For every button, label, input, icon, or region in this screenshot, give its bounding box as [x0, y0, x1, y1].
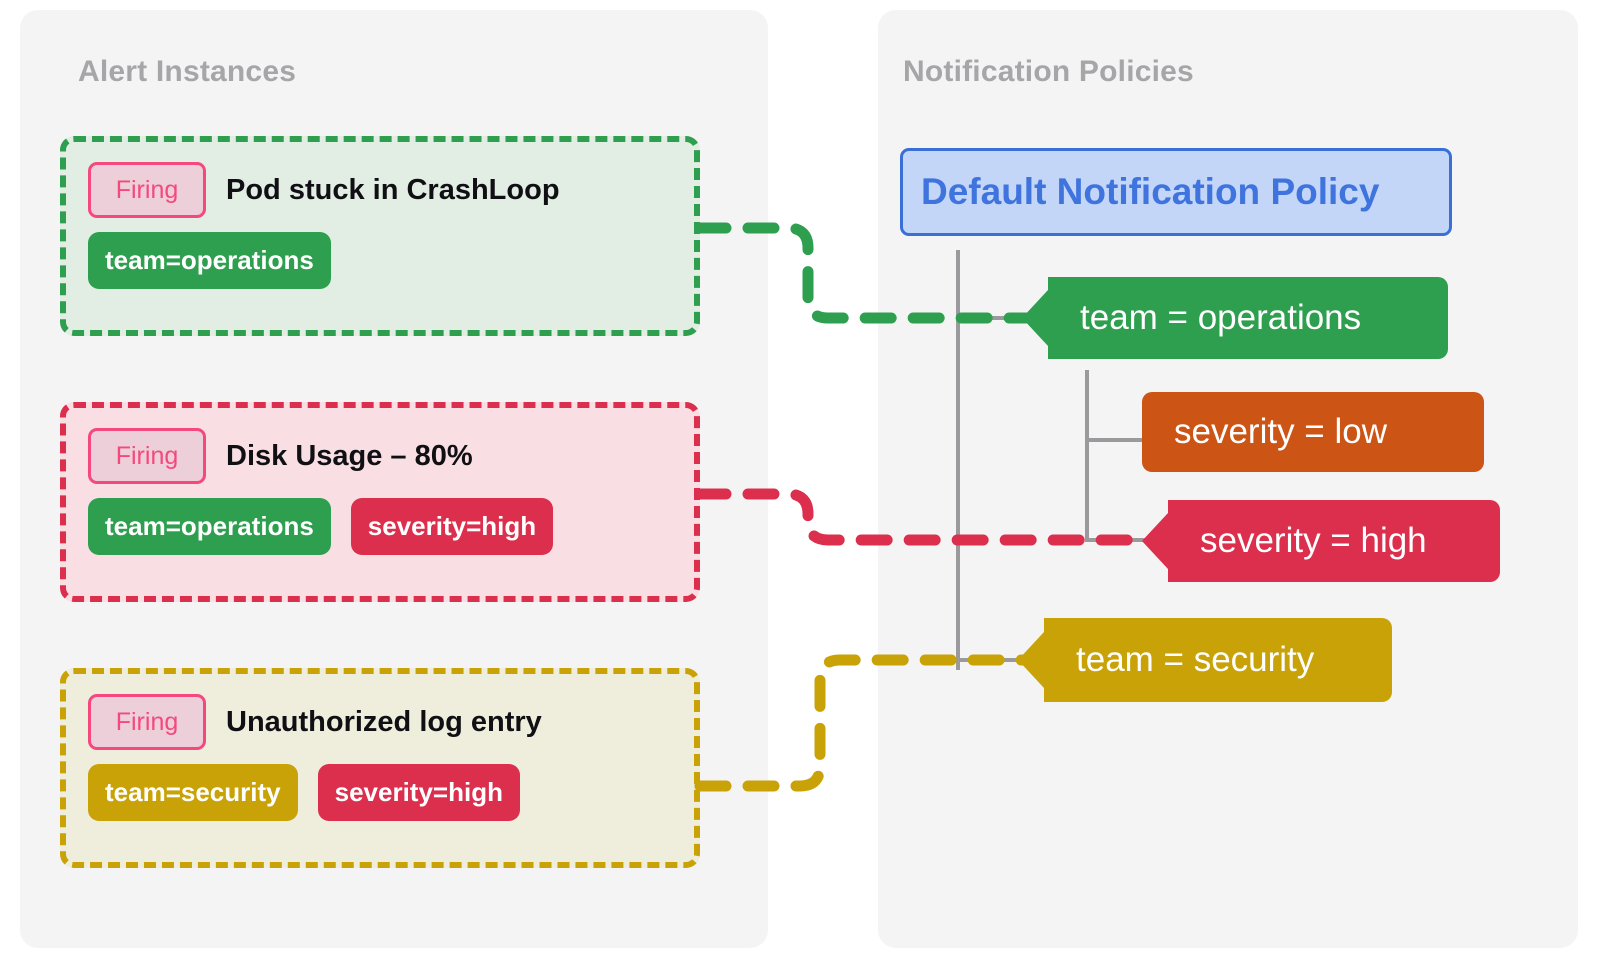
policy-tree-branch-severity-high: [1085, 538, 1149, 542]
alert-card-unauthorized[interactable]: Firing Unauthorized log entry team=secur…: [60, 668, 700, 868]
policy-node-label: team = security: [1076, 640, 1315, 679]
policy-node-default[interactable]: Default Notification Policy: [900, 148, 1452, 236]
status-badge-firing: Firing: [88, 162, 206, 218]
alert-label-list: team=operations: [88, 232, 672, 289]
policy-node-label: severity = high: [1200, 521, 1427, 560]
alert-label-list: team=operations severity=high: [88, 498, 672, 555]
policy-tree-branch-operations: [956, 316, 1026, 320]
alert-card-header: Firing Unauthorized log entry: [88, 694, 672, 750]
status-badge-firing: Firing: [88, 694, 206, 750]
alert-title: Pod stuck in CrashLoop: [226, 173, 560, 206]
label-chip-severity-high: severity=high: [317, 764, 520, 821]
policy-node-label: team = operations: [1080, 298, 1362, 337]
policy-node-team-operations[interactable]: team = operations: [1022, 277, 1448, 359]
alert-card-crashloop[interactable]: Firing Pod stuck in CrashLoop team=opera…: [60, 136, 700, 336]
status-badge-firing: Firing: [88, 428, 206, 484]
policy-tree-branch-security: [956, 658, 1024, 662]
policy-tree-branch-severity-low: [1085, 438, 1147, 442]
policy-node-team-security[interactable]: team = security: [1018, 618, 1392, 702]
alert-card-disk-usage[interactable]: Firing Disk Usage – 80% team=operations …: [60, 402, 700, 602]
label-chip-team-operations: team=operations: [88, 498, 331, 555]
policy-root-label: Default Notification Policy: [921, 171, 1380, 212]
alert-title: Disk Usage – 80%: [226, 439, 473, 472]
alert-title: Unauthorized log entry: [226, 705, 542, 738]
alert-instances-title: Alert Instances: [78, 55, 297, 88]
label-chip-team-operations: team=operations: [88, 232, 331, 289]
policy-node-severity-low[interactable]: severity = low: [1142, 392, 1484, 472]
alert-card-header: Firing Disk Usage – 80%: [88, 428, 672, 484]
label-chip-severity-high: severity=high: [350, 498, 554, 555]
label-chip-team-security: team=security: [88, 764, 298, 821]
policy-tree-trunk: [956, 250, 960, 670]
policy-tree-subtrunk: [1085, 370, 1089, 542]
alert-card-header: Firing Pod stuck in CrashLoop: [88, 162, 672, 218]
policy-node-severity-high[interactable]: severity = high: [1142, 500, 1500, 582]
policy-node-label: severity = low: [1174, 412, 1387, 451]
alert-label-list: team=security severity=high: [88, 764, 672, 821]
notification-policies-title: Notification Policies: [903, 55, 1194, 88]
